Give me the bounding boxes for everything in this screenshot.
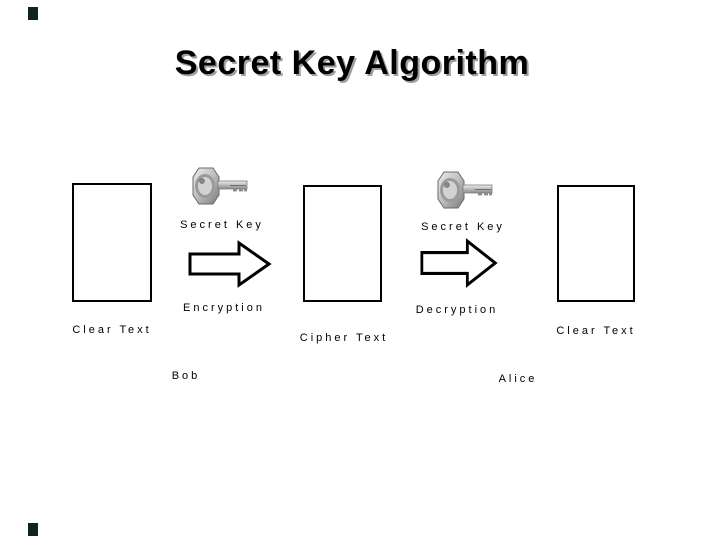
decryption-label: Decryption [415,304,499,316]
encryption-label: Encryption [183,302,265,314]
block-arrow-right-icon [188,240,272,288]
actor-label-bob: Bob [171,370,201,382]
cipher-text-label: Cipher Text [299,332,389,344]
cipher-text-box [303,185,382,302]
block-arrow-right-icon [420,238,498,288]
clear-text-label-right: Clear Text [556,325,636,337]
clear-text-box-right [557,185,635,302]
key-icon [192,167,248,205]
secret-key-label-decrypt: Secret Key [421,221,505,233]
corner-mark-top-left [28,7,38,20]
key-icon [437,171,493,209]
secret-key-label-encrypt: Secret Key [180,219,264,231]
clear-text-box-left [72,183,152,302]
corner-mark-bottom-left [28,523,38,536]
actor-label-alice: Alice [498,373,538,385]
slide-title: Secret Key Algorithm [174,44,530,82]
clear-text-label-left: Clear Text [72,324,152,336]
